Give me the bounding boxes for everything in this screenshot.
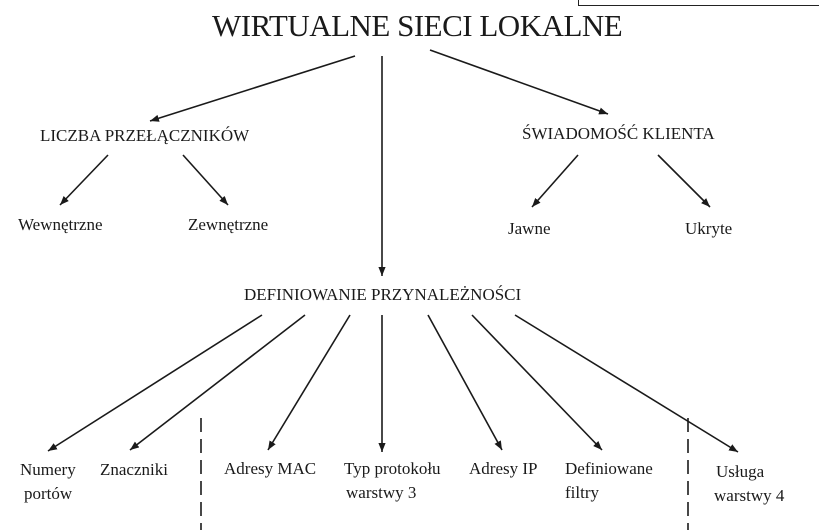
arrow-membership-to-l4	[514, 314, 739, 453]
leaf-defined-filters: Definiowane filtry	[565, 457, 653, 505]
leaf-external: Zewnętrzne	[188, 215, 269, 234]
leaf-protocol-type-line1: Typ protokołu	[344, 459, 441, 478]
leaf-layer4-service: Usługa warstwy 4	[714, 460, 784, 508]
arrow-title-to-switches	[149, 55, 356, 122]
leaf-port-numbers: Numery portów	[20, 458, 76, 506]
category-client-awareness: ŚWIADOMOŚĆ KLIENTA	[522, 124, 715, 143]
leaf-tags-line1: Znaczniki	[100, 460, 168, 479]
arrow-awareness-to-explicit	[531, 154, 579, 208]
arrow-membership-to-ports	[47, 314, 263, 452]
leaf-internal: Wewnętrzne	[18, 215, 103, 234]
leaf-layer4-service-line2: warstwy 4	[714, 486, 785, 505]
diagram-title: WIRTUALNE SIECI LOKALNE	[212, 8, 623, 43]
leaf-explicit: Jawne	[508, 219, 551, 238]
arrow-membership-to-filters	[471, 314, 603, 451]
leaf-port-numbers-line2: portów	[24, 484, 73, 503]
category-membership: DEFINIOWANIE PRZYNALEŻNOŚCI	[244, 285, 522, 304]
corner-frame	[578, 0, 819, 6]
leaf-implicit: Ukryte	[685, 219, 733, 238]
leaf-mac-addresses-line1: Adresy MAC	[224, 459, 317, 478]
leaf-ip-addresses-line1: Adresy IP	[469, 459, 538, 478]
leaf-defined-filters-line2: filtry	[565, 483, 599, 502]
leaf-defined-filters-line1: Definiowane	[565, 459, 653, 478]
arrow-membership-to-ip	[427, 314, 503, 451]
arrow-switches-to-internal	[59, 154, 109, 206]
category-switch-count: LICZBA PRZEŁĄCZNIKÓW	[40, 126, 250, 145]
arrow-awareness-to-implicit	[657, 154, 711, 208]
leaf-port-numbers-line1: Numery	[20, 460, 76, 479]
leaf-protocol-type: Typ protokołu warstwy 3	[344, 457, 441, 505]
leaf-layer4-service-line1: Usługa	[716, 462, 765, 481]
leaf-protocol-type-line2: warstwy 3	[346, 483, 417, 502]
arrow-membership-to-mac	[267, 314, 351, 451]
leaf-tags: Znaczniki	[100, 458, 168, 482]
leaf-mac-addresses: Adresy MAC	[224, 457, 316, 481]
arrow-title-to-awareness	[429, 49, 609, 115]
leaf-ip-addresses: Adresy IP	[469, 457, 537, 481]
arrow-membership-to-tags	[129, 314, 306, 451]
arrow-switches-to-external	[182, 154, 229, 206]
